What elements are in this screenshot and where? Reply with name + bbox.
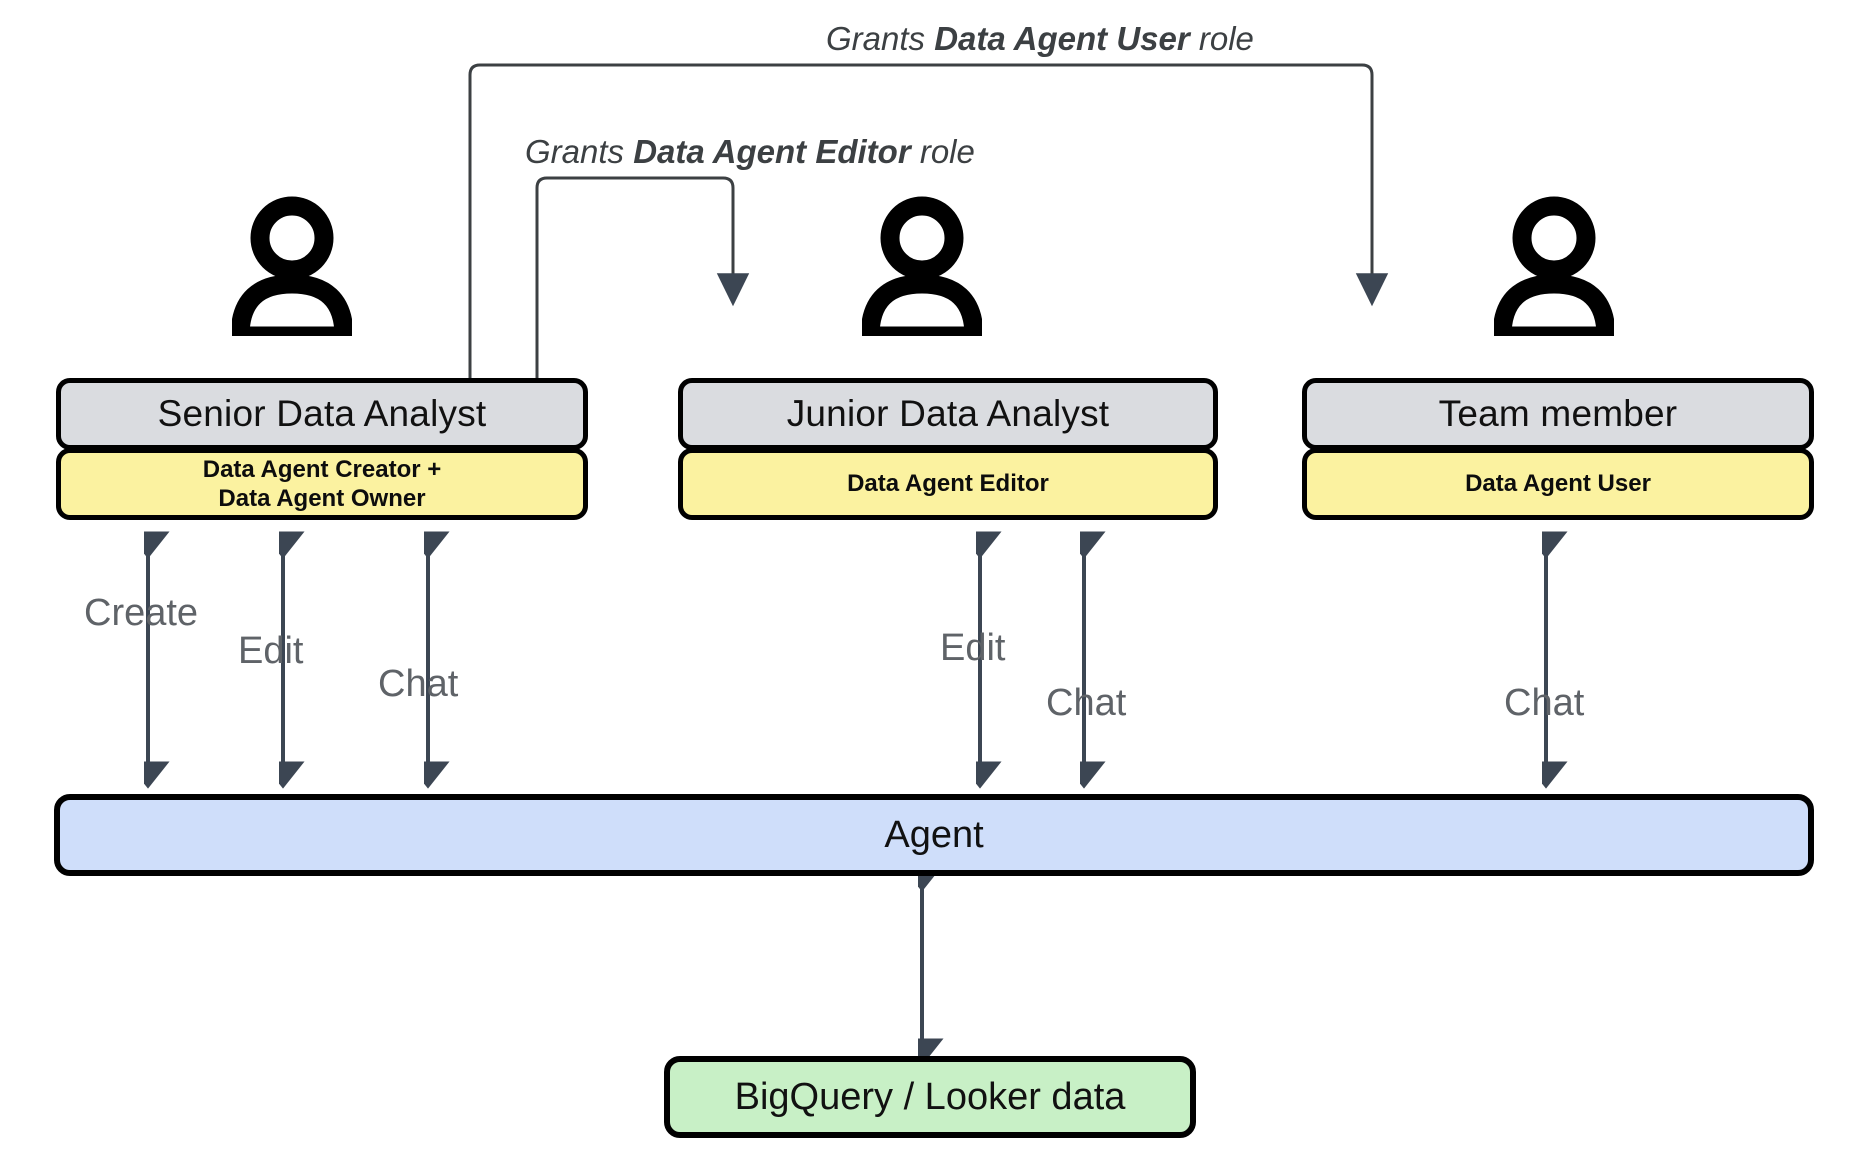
flow-label-text: Chat [1046,682,1127,724]
data-source-box[interactable]: BigQuery / Looker data [664,1056,1196,1138]
persona-title-label: Senior Data Analyst [157,393,487,434]
persona-title-label: Team member [1438,393,1678,434]
grants-user-prefix: Grants [826,20,935,57]
grants-data-agent-user-label: Grants Data Agent User role [826,20,1254,58]
flow-label-senior-create: Create [84,592,198,635]
grants-user-role: Data Agent User [934,20,1190,57]
flow-label-text: Edit [238,630,304,672]
flow-label-senior-edit: Edit [238,630,303,673]
persona-role-senior-data-analyst: Data Agent Creator + Data Agent Owner [56,448,588,520]
flow-label-senior-chat: Chat [378,663,458,706]
flow-label-text: Chat [1504,682,1585,724]
person-icon [230,196,354,346]
person-icon [860,196,984,346]
flow-label-team-chat: Chat [1504,682,1584,725]
persona-role-junior-data-analyst: Data Agent Editor [678,448,1218,520]
flow-label-junior-edit: Edit [940,627,1005,670]
flow-label-text: Edit [940,627,1006,669]
person-icon [1492,196,1616,346]
persona-title-label: Junior Data Analyst [786,393,1110,434]
grants-editor-suffix: role [910,133,975,170]
data-source-label: BigQuery / Looker data [734,1075,1126,1118]
persona-role-label: Data Agent Creator + Data Agent Owner [202,455,442,512]
persona-title-team-member: Team member [1302,378,1814,450]
persona-card-team-member[interactable]: Team member Data Agent User [1302,378,1814,520]
connector-grants-data-agent-editor [535,176,750,380]
grants-editor-role: Data Agent Editor [633,133,911,170]
persona-role-team-member: Data Agent User [1302,448,1814,520]
persona-card-junior-data-analyst[interactable]: Junior Data Analyst Data Agent Editor [678,378,1218,520]
grants-user-suffix: role [1189,20,1254,57]
persona-title-junior-data-analyst: Junior Data Analyst [678,378,1218,450]
persona-role-label: Data Agent Editor [847,470,1049,498]
flow-label-text: Create [84,592,199,634]
grants-editor-prefix: Grants [525,133,634,170]
flow-label-junior-chat: Chat [1046,682,1126,725]
grants-data-agent-editor-label: Grants Data Agent Editor role [525,133,975,171]
agent-bar-label: Agent [884,813,984,856]
agent-bar[interactable]: Agent [54,794,1814,876]
flow-label-text: Chat [378,663,459,705]
persona-card-senior-data-analyst[interactable]: Senior Data Analyst Data Agent Creator +… [56,378,588,520]
persona-title-senior-data-analyst: Senior Data Analyst [56,378,588,450]
persona-role-label: Data Agent User [1465,470,1651,498]
